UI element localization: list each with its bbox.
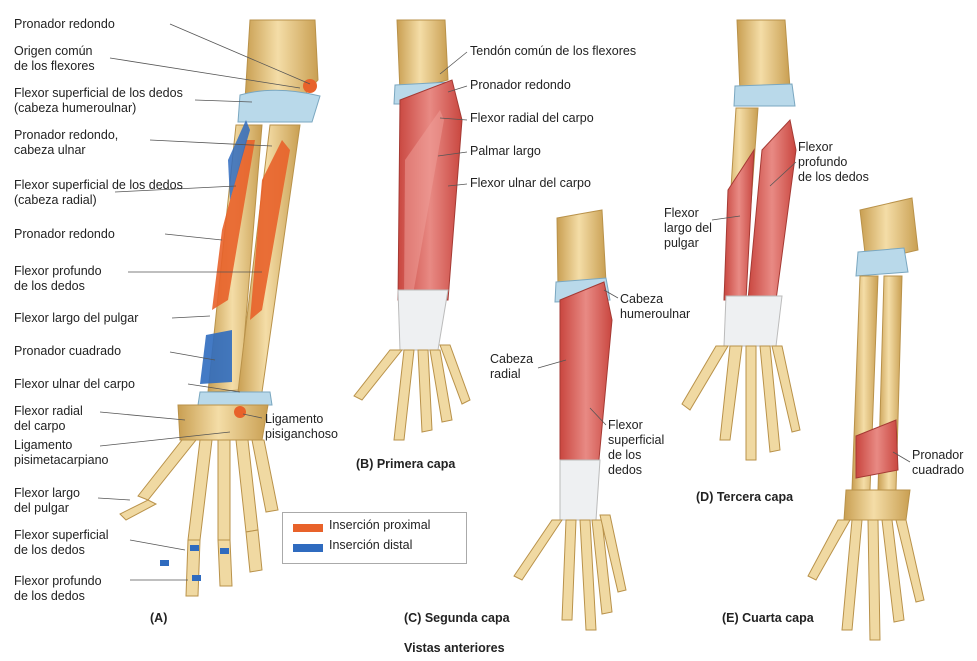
- label-ligamento-pisiganchoso: Ligamento pisiganchoso: [265, 412, 338, 442]
- legend-label-proximal: Inserción proximal: [329, 518, 430, 532]
- label-d-flexor-largo-pulgar: Flexor largo del pulgar: [664, 206, 712, 251]
- label-flexor-superficial: Flexor superficial de los dedos: [14, 528, 108, 558]
- label-b-palmar-largo: Palmar largo: [470, 144, 541, 159]
- legend-swatch-proximal: [293, 524, 323, 532]
- label-tendon-comun: Tendón común de los flexores: [470, 44, 636, 59]
- label-c-flexor-superficial: Flexor superficial de los dedos: [608, 418, 664, 478]
- label-b-flexor-ulnar: Flexor ulnar del carpo: [470, 176, 591, 191]
- label-e-pronador-cuadrado: Pronador cuadrado: [912, 448, 964, 478]
- legend: Inserción proximal Inserción distal: [282, 512, 467, 564]
- label-fsd-humeroulnar: Flexor superficial de los dedos (cabeza …: [14, 86, 183, 116]
- label-origen-comun: Origen común de los flexores: [14, 44, 95, 74]
- caption-b: (B) Primera capa: [356, 457, 455, 471]
- legend-label-distal: Inserción distal: [329, 538, 412, 552]
- label-pronador-cuadrado: Pronador cuadrado: [14, 344, 121, 359]
- label-b-pronador-redondo: Pronador redondo: [470, 78, 571, 93]
- legend-swatch-distal: [293, 544, 323, 552]
- distal-insertion-pronator: [200, 330, 232, 384]
- label-flexor-largo-pulgar-2: Flexor largo del pulgar: [14, 486, 80, 516]
- label-pronador-redondo: Pronador redondo: [14, 17, 115, 32]
- label-d-flexor-profundo: Flexor profundo de los dedos: [798, 140, 869, 185]
- label-pronador-redondo-2: Pronador redondo: [14, 227, 115, 242]
- label-fsd-radial: Flexor superficial de los dedos (cabeza …: [14, 178, 183, 208]
- label-flexor-ulnar-carpo: Flexor ulnar del carpo: [14, 377, 135, 392]
- footer-title: Vistas anteriores: [404, 641, 505, 655]
- label-pronador-cabeza-ulnar: Pronador redondo, cabeza ulnar: [14, 128, 118, 158]
- label-b-flexor-radial: Flexor radial del carpo: [470, 111, 594, 126]
- label-flexor-profundo-2: Flexor profundo de los dedos: [14, 574, 102, 604]
- caption-e: (E) Cuarta capa: [722, 611, 814, 625]
- label-c-cabeza-radial: Cabeza radial: [490, 352, 533, 382]
- caption-d: (D) Tercera capa: [696, 490, 793, 504]
- label-flexor-profundo: Flexor profundo de los dedos: [14, 264, 102, 294]
- label-ligamento-pisimetacarpiano: Ligamento pisimetacarpiano: [14, 438, 109, 468]
- caption-c: (C) Segunda capa: [404, 611, 510, 625]
- caption-a: (A): [150, 611, 167, 625]
- label-flexor-largo-pulgar: Flexor largo del pulgar: [14, 311, 138, 326]
- label-flexor-radial-carpo: Flexor radial del carpo: [14, 404, 83, 434]
- panel-e-forearm: [808, 198, 924, 640]
- panel-b-forearm: [354, 20, 470, 440]
- label-c-cabeza-humeroulnar: Cabeza humeroulnar: [620, 292, 690, 322]
